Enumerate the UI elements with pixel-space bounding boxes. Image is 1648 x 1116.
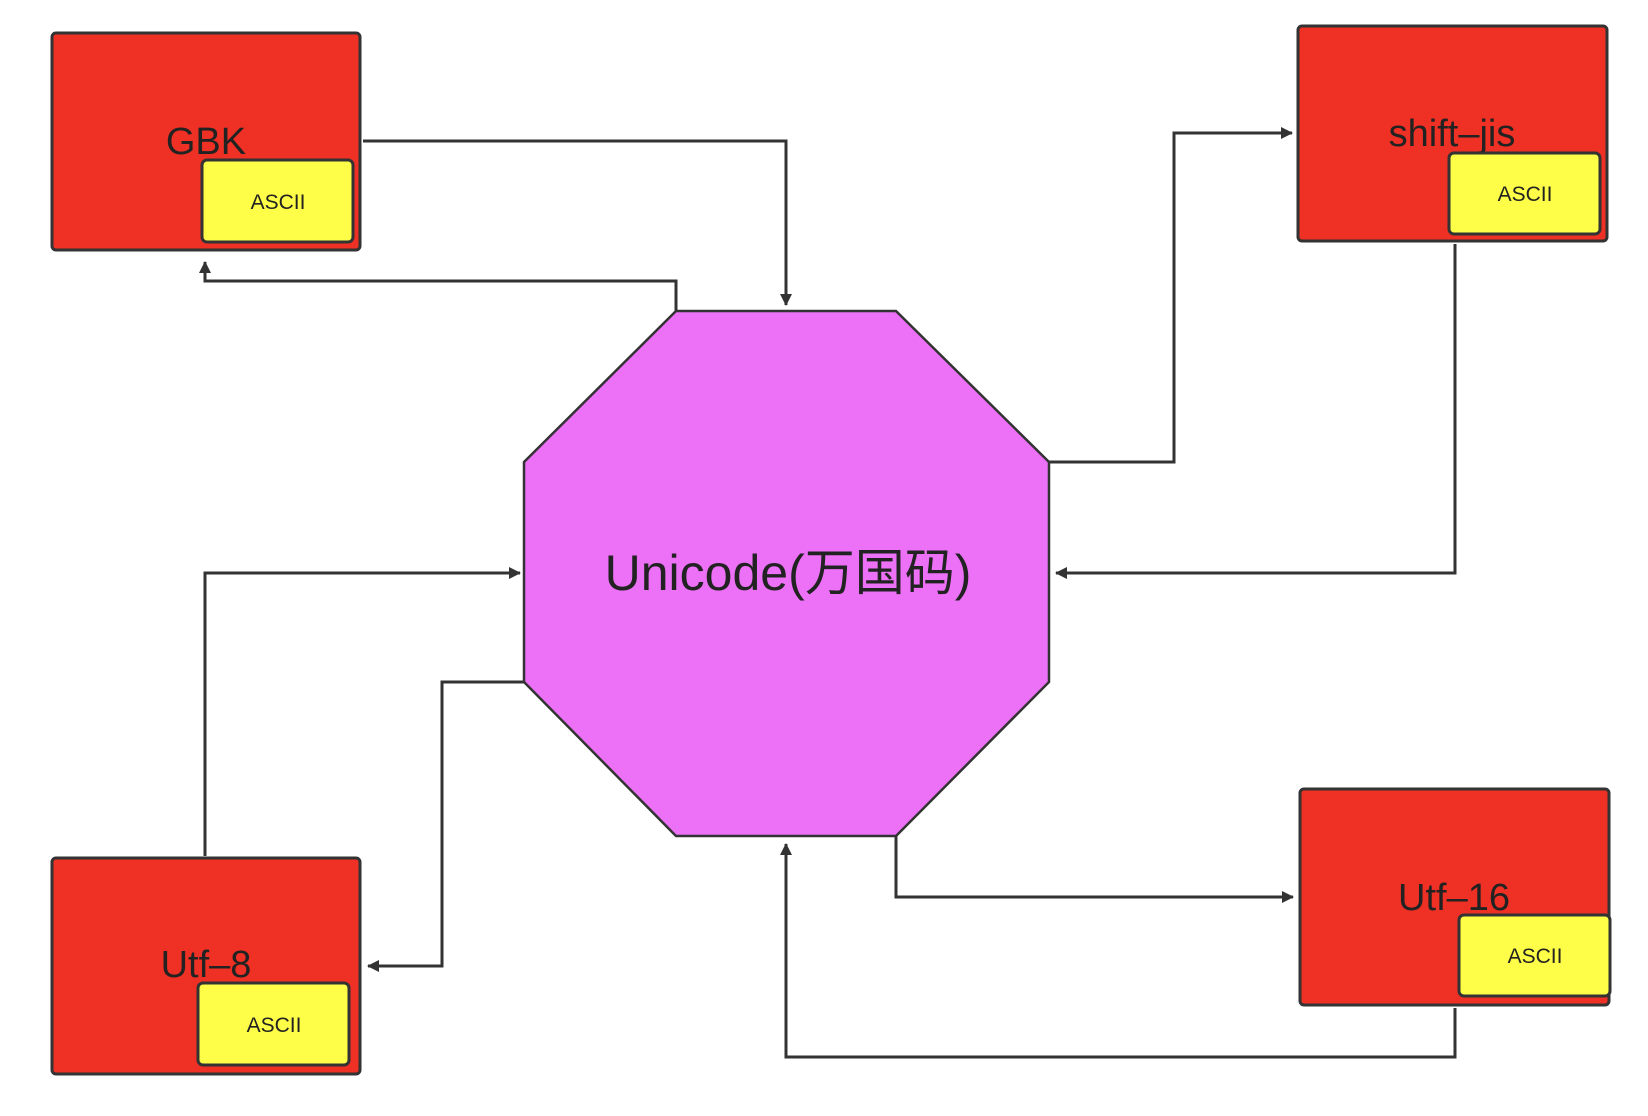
- utf8-label: Utf–8: [161, 944, 252, 986]
- edge-shiftjis-to-unicode: [1055, 244, 1457, 579]
- connectors: [199, 127, 1457, 1059]
- edge-unicode-to-utf8: [367, 680, 524, 972]
- utf16-label: Utf–16: [1398, 877, 1510, 919]
- utf8-ascii-badge: [196, 981, 351, 1067]
- shiftjis-label: shift–jis: [1389, 113, 1516, 155]
- gbk-node: GBK ASCII: [50, 31, 362, 252]
- unicode-node: Unicode(万国码): [522, 309, 1051, 838]
- gbk-ascii-badge: [200, 158, 355, 244]
- unicode-octagon: [522, 309, 1051, 838]
- shiftjis-node: shift–jis ASCII: [1296, 24, 1609, 243]
- edge-unicode-to-gbk: [199, 261, 678, 311]
- utf16-ascii-label: ASCII: [1508, 945, 1563, 968]
- edge-unicode-to-utf16: [894, 836, 1294, 903]
- utf16-ascii-badge: [1457, 913, 1612, 998]
- unicode-label: Unicode(万国码): [605, 545, 972, 601]
- gbk-ascii-label: ASCII: [251, 191, 306, 214]
- utf8-node: Utf–8 ASCII: [50, 856, 362, 1076]
- edge-unicode-to-shiftjis: [1049, 127, 1293, 464]
- utf16-node: Utf–16 ASCII: [1298, 787, 1612, 1007]
- edge-utf16-to-unicode: [780, 843, 1457, 1059]
- edge-gbk-to-unicode: [363, 139, 792, 306]
- utf8-ascii-label: ASCII: [247, 1014, 302, 1037]
- gbk-label: GBK: [166, 121, 246, 163]
- shiftjis-ascii-label: ASCII: [1498, 183, 1553, 206]
- shiftjis-ascii-badge: [1447, 151, 1602, 236]
- edge-utf8-to-unicode: [203, 567, 521, 856]
